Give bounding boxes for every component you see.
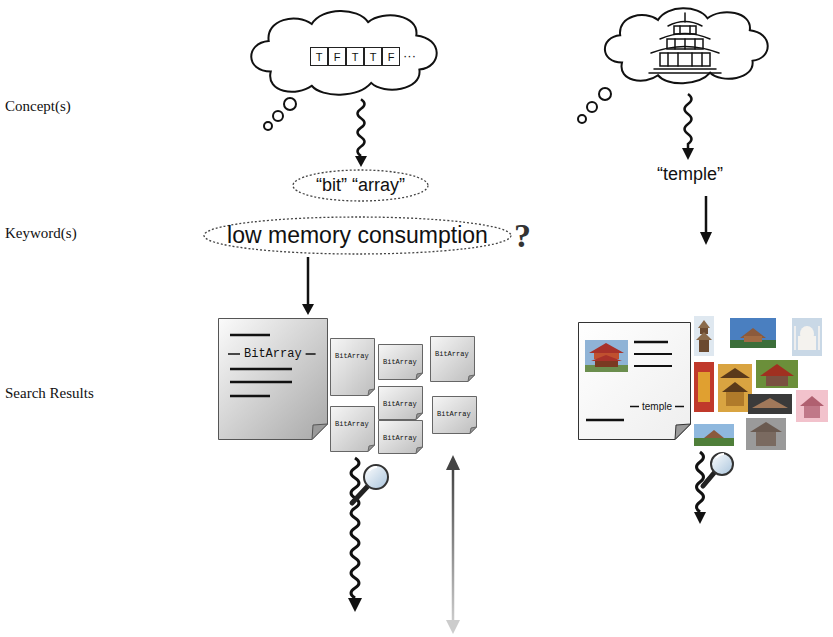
search-result-doc: BitArray xyxy=(330,338,375,396)
bit-cell: T xyxy=(310,47,328,66)
shape-outline xyxy=(430,336,475,382)
connector-arrow xyxy=(302,257,314,315)
search-result-doc: BitArray xyxy=(378,420,423,454)
bit-value: F xyxy=(334,51,341,63)
label-holder: “temple” xyxy=(657,164,723,185)
keyword-text: “bit” “array” xyxy=(316,175,405,196)
magnifier-icon xyxy=(703,453,733,486)
doc-text: BitArray xyxy=(383,358,417,366)
doc-text: BitArray xyxy=(437,410,471,418)
bit-value: T xyxy=(352,51,359,63)
search-result-doc: BitArray xyxy=(378,344,423,380)
shape-outline xyxy=(330,406,375,452)
search-result-doc: BitArray xyxy=(330,406,375,452)
search-result-doc: BitArray xyxy=(432,396,477,434)
bit-cell: F xyxy=(328,47,346,66)
keyword-ellipse: “bit” “array” xyxy=(291,168,430,203)
label-holder: Search Results xyxy=(5,384,94,402)
shape-outline xyxy=(330,338,375,396)
doc-text: BitArray xyxy=(383,434,417,442)
magnifier-icon xyxy=(352,465,388,503)
effort-arrow xyxy=(446,455,460,634)
keyword-ellipse: low memory consumption xyxy=(202,215,513,256)
bit-cell: T xyxy=(364,47,382,66)
doc-text: BitArray xyxy=(335,352,369,360)
browsing-squiggle xyxy=(348,458,362,612)
doc-text: BitArray xyxy=(435,350,469,358)
doc-text: BitArray xyxy=(383,400,417,408)
label-holder: Keyword(s) xyxy=(5,224,77,242)
doc-text: BitArray xyxy=(244,347,302,361)
row-label: Concept(s) xyxy=(5,98,71,115)
bit-value: F xyxy=(388,51,395,63)
bit-value: T xyxy=(316,51,323,63)
row-label: Keyword(s) xyxy=(5,225,77,242)
bit-cell: F xyxy=(382,47,400,66)
bit-cell: T xyxy=(346,47,364,66)
photo-thumbnails xyxy=(694,316,828,450)
label-holder: ? xyxy=(514,217,531,255)
label-holder: Concept(s) xyxy=(5,97,71,115)
search-result-doc: BitArray xyxy=(430,336,475,382)
connector-arrow xyxy=(355,99,367,167)
shape-outline xyxy=(578,322,691,440)
straight-arrow xyxy=(700,196,712,245)
keyword-text: “temple” xyxy=(657,164,723,185)
temple-sketch xyxy=(649,13,721,73)
search-result-doc: BitArray xyxy=(218,318,328,440)
doc-text: temple xyxy=(642,401,672,412)
thought-bubbles xyxy=(264,98,296,130)
doc-text: BitArray xyxy=(335,420,369,428)
row-label: Search Results xyxy=(5,385,94,402)
thought-cloud xyxy=(578,8,768,123)
keyword-text: low memory consumption xyxy=(227,222,488,249)
bit-value: T xyxy=(370,51,377,63)
question-mark: ? xyxy=(514,217,531,255)
thought-cloud: ···TFTTF xyxy=(240,5,445,100)
squiggle-arrow xyxy=(682,94,694,160)
ellipsis-text: ··· xyxy=(403,48,416,63)
search-result-doc: temple xyxy=(578,322,691,440)
shape-outline xyxy=(218,318,328,440)
search-result-doc: BitArray xyxy=(378,386,423,420)
